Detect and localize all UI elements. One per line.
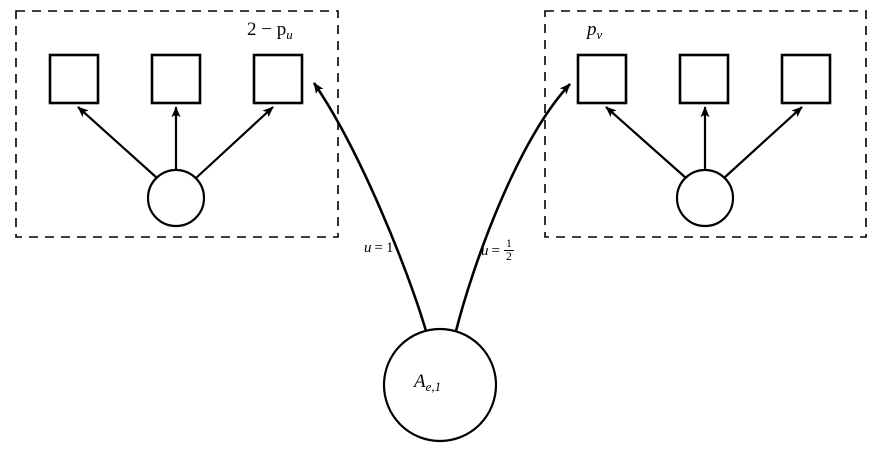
left-group-label-coefficient: 2 − p [247,19,287,40]
right-group-label: pv [587,19,602,43]
right-group-label-base: p [587,19,597,40]
left-group-label: 2 − pu [247,19,293,43]
left-arrow-to-square-3 [195,106,274,179]
left-group-label-subscript: u [286,27,293,43]
right-group-label-subscript: v [596,27,603,43]
edge-left-curve [312,82,428,332]
root-node-circle [382,327,498,443]
edge-right-label-variable: u [481,243,489,260]
root-node-label-subscript: e,1 [425,379,442,395]
root-node-label-base: A [414,371,426,392]
right-square-3 [780,53,832,105]
right-arrow-to-square-3 [723,106,803,179]
edge-left-label: u = 1 [364,240,393,257]
fraction-denominator: 2 [505,249,512,263]
right-square-1 [576,53,628,105]
left-square-2 [150,53,202,105]
root-node-label: Ae,1 [414,371,441,395]
left-arrow-to-square-1 [77,106,158,179]
right-arrow-to-square-1 [605,106,687,179]
edge-right-label-equals: = [488,243,503,260]
left-square-1 [48,53,100,105]
fraction-numerator: 1 [503,237,514,251]
edge-left-label-value: 1 [385,240,394,256]
edge-left-label-equals: = [371,240,386,256]
edge-right-curve [454,83,571,332]
left-square-3 [252,53,304,105]
right-dashed-box [544,10,867,238]
right-square-2 [678,53,730,105]
edge-left-label-variable: u [364,240,372,256]
